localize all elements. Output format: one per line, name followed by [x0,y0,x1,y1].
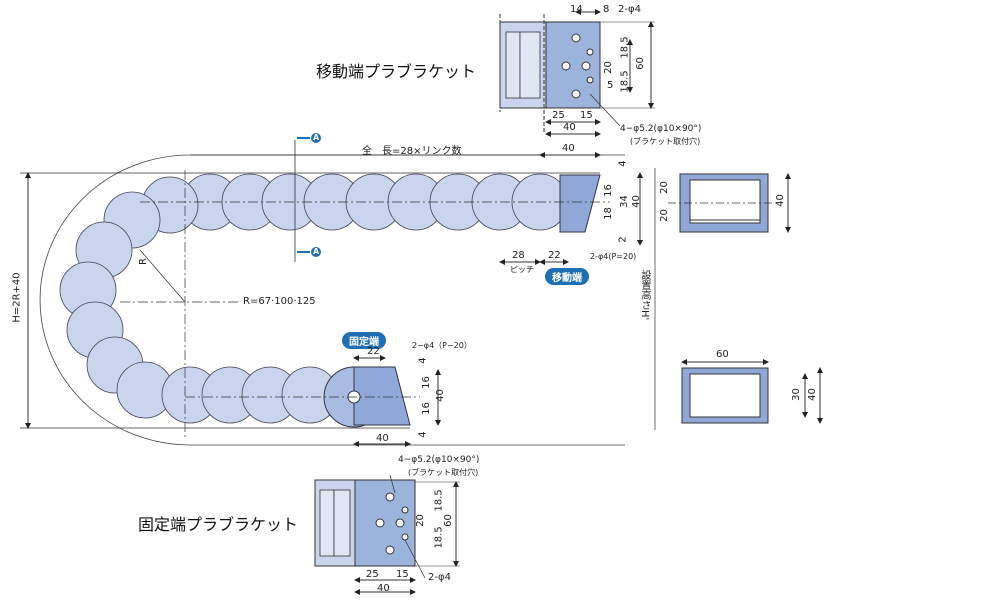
section-a-view [668,173,791,233]
moving-end-bracket-title: 移動端プラブラケット [316,62,477,81]
fixed-bracket-dim-15: 15 [396,569,409,580]
fixed-dim-16-b: 16 [420,402,432,415]
moving-bracket-dim-25: 25 [552,110,565,121]
pitch-label: ピッチ [510,265,534,274]
moving-dim-34: 34 [618,195,630,208]
height-formula: H=2R+40 [11,272,23,323]
bend-radius-label: R [137,258,149,265]
moving-end-offset: 22 [548,250,561,261]
fixed-bracket-dim-18-5-b: 18.5 [433,526,445,549]
chain-side-view [20,133,656,447]
moving-dim-4: 4 [617,160,629,167]
fixed-dim-40: 40 [434,389,446,402]
section-b-height: 40 [806,388,818,401]
install-height-label: 設置高さH' [639,270,650,321]
section-b-width: 60 [716,349,729,360]
moving-end-badge: 移動端 [545,268,589,285]
moving-end-hole: 2-φ4(P=20) [590,252,637,261]
fixed-bracket-dim-18-5-a: 18.5 [433,489,445,512]
fixed-dim-4-b: 4 [417,431,429,438]
moving-dim-18: 18 [602,207,614,220]
fixed-end-offset: 22 [367,346,380,357]
fixed-end-length: 40 [376,433,389,444]
section-a-height: 40 [774,194,786,207]
section-a-marker-top: A [313,133,320,142]
moving-bracket-hole-small: 2-φ4 [618,4,641,15]
fixed-bracket-width: 40 [377,583,390,594]
moving-bracket-width: 40 [563,122,576,133]
moving-bracket-dim-8: 8 [603,4,610,15]
fixed-bracket-dim-25: 25 [366,569,379,580]
moving-bracket-dim-15: 15 [580,110,593,121]
fixed-dim-4-a: 4 [417,357,429,364]
moving-dim-16: 16 [602,184,614,197]
fixed-bracket-dim-20: 20 [414,514,426,527]
fixed-bracket-hole-note: (ブラケット取付穴) [408,468,479,477]
moving-bracket-dim-5: 5 [607,80,614,91]
fixed-bracket-height: 60 [442,514,454,527]
moving-bracket-height: 60 [634,57,646,70]
bend-radius-values: R=67·100·125 [243,296,316,307]
fixed-end-badge: 固定端 [342,332,386,349]
moving-dim-2: 2 [617,236,629,243]
moving-bracket-view [499,9,655,137]
fixed-dim-16-a: 16 [420,376,432,389]
moving-bracket-dim-18-5-a: 18.5 [619,36,631,59]
fixed-end-bracket-title: 固定端プラブラケット [138,515,299,534]
section-a-dim-20-top: 20 [658,181,670,194]
moving-bracket-hole-note: (ブラケット取付穴) [630,137,701,146]
total-length-label: 全 長=28×リンク数 [362,146,462,157]
section-a-dim-20-bottom: 20 [658,209,670,222]
fixed-bracket-hole-small: 2-φ4 [428,572,451,583]
moving-bracket-dim-20: 20 [602,61,614,74]
fixed-end-hole: 2−φ4（P−20） [412,341,472,350]
moving-bracket-dim-18-5-b: 18.5 [619,70,631,93]
section-b-inner-height: 30 [790,388,802,401]
pitch-value: 28 [512,250,525,261]
moving-end-length: 40 [562,143,575,154]
moving-bracket-dim-14: 14 [570,4,583,15]
section-a-marker-bottom: A [313,247,320,256]
fixed-bracket-hole-large: 4−φ5.2(φ10×90°) [398,455,480,465]
moving-dim-40: 40 [630,195,642,208]
section-b-view [681,359,823,424]
moving-bracket-hole-large: 4−φ5.2(φ10×90°) [620,124,702,134]
fixed-bracket-view [314,474,460,595]
